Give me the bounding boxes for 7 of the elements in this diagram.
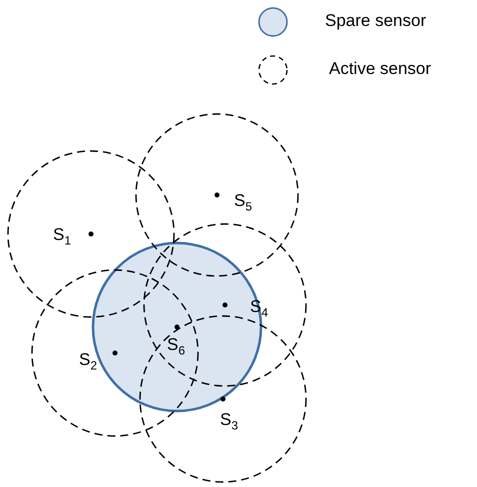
sensor-label: S$_{3}$ — [220, 411, 238, 434]
sensor-label: S$_{2}$ — [79, 351, 98, 374]
sensor-label: S$_{6}$ — [167, 336, 186, 360]
legend-label: Spare sensor — [325, 11, 426, 31]
sensor-label: S$_{1}$ — [53, 226, 72, 250]
legend-label: Active sensor — [329, 59, 432, 79]
sensor-label: S$_{5}$ — [234, 192, 252, 216]
